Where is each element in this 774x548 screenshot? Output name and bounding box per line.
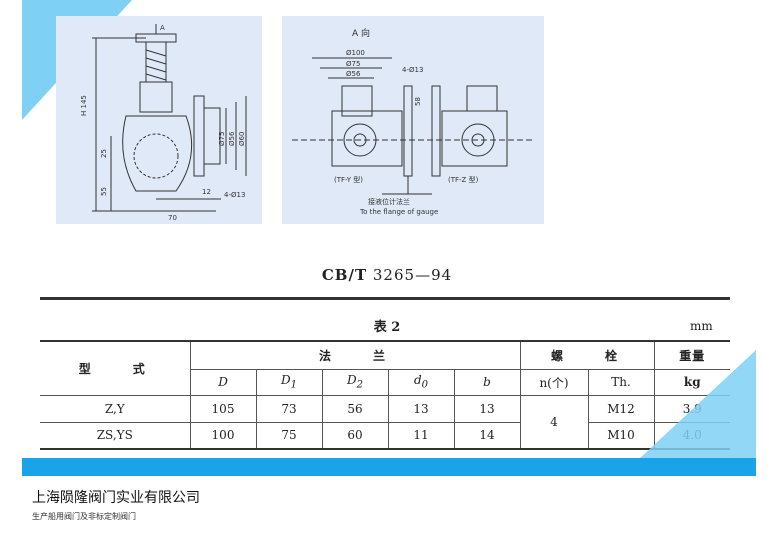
dim-bolt-holes-top: 4-Ø13 <box>402 66 423 74</box>
header-D2-base: D <box>347 373 357 388</box>
company-name: 上海陨隆阀门实业有限公司 <box>32 490 200 506</box>
cell-b: 14 <box>453 421 521 450</box>
table-title: 表 2 <box>373 320 401 335</box>
standard-prefix: CB/T <box>321 266 368 284</box>
cell-D: 100 <box>189 421 257 450</box>
cell-D2: 60 <box>321 421 389 450</box>
header-weight: 重量 <box>653 340 730 370</box>
header-bolt: 螺 栓 <box>519 340 655 370</box>
standard-number: CB/T 3265—94 <box>0 266 774 284</box>
dim-55: 55 <box>100 187 108 196</box>
dim-d75: Ø75 <box>218 132 226 146</box>
cell-D2: 56 <box>321 394 389 423</box>
header-type: 型 式 <box>40 340 191 396</box>
label-tf-z: (TF-Z 型) <box>448 175 479 184</box>
dim-d100: Ø100 <box>346 49 365 57</box>
cell-b: 13 <box>453 394 521 423</box>
view-marker-a-direction: A 向 <box>352 27 370 39</box>
header-d0-base: d <box>413 373 422 388</box>
dim-height: H 145 <box>80 95 88 116</box>
header-D1-base: D <box>281 373 291 388</box>
header-D2: D2 <box>321 368 389 396</box>
header-D: D <box>190 368 257 396</box>
section-rule <box>40 297 730 300</box>
valve-top-view-svg: A 向 Ø100 Ø75 Ø56 4-Ø13 58 (TF-Y 型) (TF-Z… <box>292 27 532 216</box>
cell-d0: 13 <box>387 394 455 423</box>
cell-type: ZS,YS <box>40 421 191 450</box>
dim-d75-top: Ø75 <box>346 60 360 68</box>
header-n: n(个) <box>519 368 589 396</box>
company-tagline: 生产船用阀门及非标定制阀门 <box>32 512 136 521</box>
cell-th: M12 <box>587 394 655 423</box>
view-marker-a: A <box>160 24 165 32</box>
table-row: ZS,YS 100 75 60 11 14 M10 4.0 <box>40 421 730 450</box>
dim-58: 58 <box>414 97 422 106</box>
label-gauge-flange-en: To the flange of gauge <box>359 208 438 216</box>
dim-d60: Ø60 <box>238 132 246 146</box>
dim-12: 12 <box>202 188 211 196</box>
cell-n-shared: 4 <box>519 394 589 450</box>
valve-side-view-drawing: A H 145 25 55 Ø75 Ø56 Ø60 12 4-Ø13 70 <box>56 16 262 224</box>
header-d0-sub: 0 <box>421 379 429 391</box>
flange-spec-table: 型 式 法 兰 螺 栓 重量 D D1 D2 d0 b n(个) Th. kg … <box>40 340 730 450</box>
table-header-row-1: 型 式 法 兰 螺 栓 重量 <box>40 340 730 396</box>
header-b: b <box>453 368 521 396</box>
dim-bolt-holes: 4-Ø13 <box>224 191 245 199</box>
header-flange: 法 兰 <box>189 340 521 370</box>
valve-side-view-svg: A H 145 25 55 Ø75 Ø56 Ø60 12 4-Ø13 70 <box>80 24 247 222</box>
standard-code: 3265—94 <box>372 266 453 284</box>
table-unit: mm <box>690 319 713 333</box>
cell-D1: 75 <box>255 421 323 450</box>
cell-D1: 73 <box>255 394 323 423</box>
cell-type: Z,Y <box>40 394 191 423</box>
table-row: Z,Y 105 73 56 13 13 4 M12 3.9 <box>40 394 730 450</box>
header-d0: d0 <box>387 368 455 396</box>
header-D1-sub: 1 <box>290 379 297 391</box>
header-D2-sub: 2 <box>356 379 363 391</box>
cell-d0: 11 <box>387 421 455 450</box>
label-gauge-flange-cn: 接液位计法兰 <box>368 197 410 206</box>
label-tf-y: (TF-Y 型) <box>334 175 363 184</box>
cell-D: 105 <box>189 394 257 423</box>
cell-th: M10 <box>587 421 655 450</box>
dim-d56: Ø56 <box>228 131 236 146</box>
dim-25: 25 <box>100 149 108 158</box>
header-D1: D1 <box>255 368 323 396</box>
dim-70: 70 <box>168 214 177 222</box>
accent-bar <box>22 458 756 476</box>
header-th: Th. <box>587 368 655 396</box>
dim-d56-top: Ø56 <box>346 70 361 78</box>
valve-top-view-drawing: A 向 Ø100 Ø75 Ø56 4-Ø13 58 (TF-Y 型) (TF-Z… <box>282 16 544 224</box>
